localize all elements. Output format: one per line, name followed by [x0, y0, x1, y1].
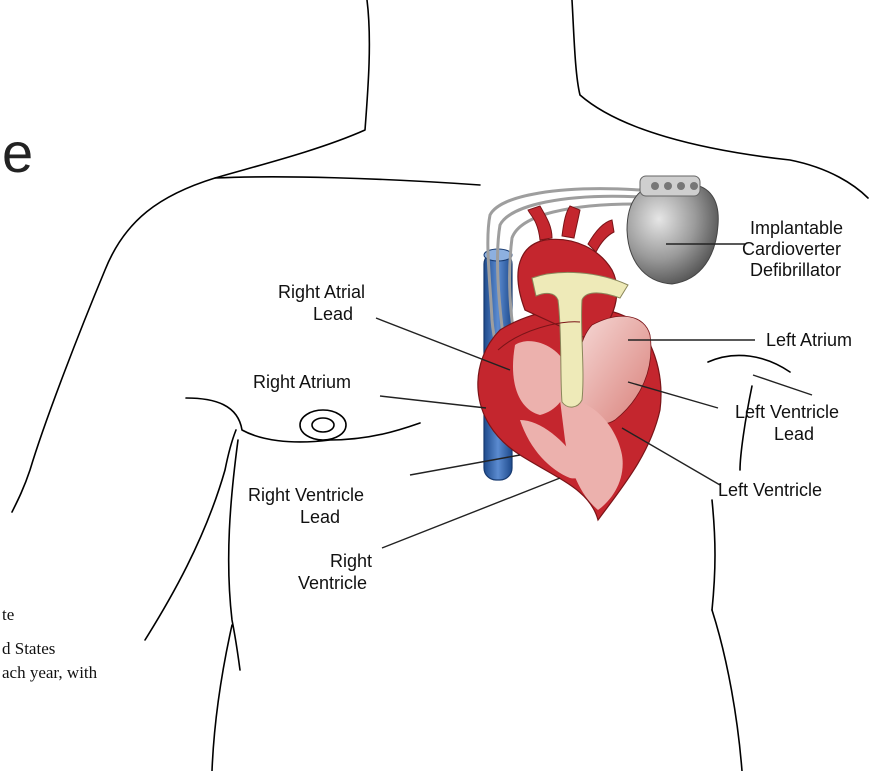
svg-text:Lead: Lead — [300, 507, 340, 527]
label-left-ventricle: Left Ventricle — [718, 480, 822, 500]
label-icd: Implantable Cardioverter Defibrillator — [742, 218, 843, 280]
svg-text:Ventricle: Ventricle — [298, 573, 367, 593]
label-right-ventricle-lead: Right Ventricle Lead — [248, 485, 364, 527]
svg-text:Defibrillator: Defibrillator — [750, 260, 841, 280]
svg-text:Right: Right — [330, 551, 372, 571]
svg-text:Cardioverter: Cardioverter — [742, 239, 841, 259]
label-right-atrium: Right Atrium — [253, 372, 351, 392]
label-left-atrium: Left Atrium — [766, 330, 852, 350]
heading-fragment: e — [2, 121, 33, 184]
svg-text:Lead: Lead — [313, 304, 353, 324]
svg-text:Implantable: Implantable — [750, 218, 843, 238]
svg-text:Left Ventricle: Left Ventricle — [718, 480, 822, 500]
body-text-fragment-1: te — [2, 605, 14, 624]
label-right-ventricle: Right Ventricle — [298, 551, 372, 593]
label-right-atrial-lead: Right Atrial Lead — [278, 282, 365, 324]
label-left-ventricle-lead: Left Ventricle Lead — [735, 402, 839, 444]
body-text-fragment-2: d States — [2, 639, 55, 658]
svg-text:Right Atrial: Right Atrial — [278, 282, 365, 302]
icd-device — [627, 176, 718, 284]
body-text-fragment-3: ach year, with — [2, 663, 98, 682]
torso-outline — [12, 0, 868, 771]
nipple — [300, 410, 346, 440]
svg-text:Right Atrium: Right Atrium — [253, 372, 351, 392]
svg-text:Right Ventricle: Right Ventricle — [248, 485, 364, 505]
svg-text:Left Ventricle: Left Ventricle — [735, 402, 839, 422]
svg-text:Lead: Lead — [774, 424, 814, 444]
svg-text:Left Atrium: Left Atrium — [766, 330, 852, 350]
